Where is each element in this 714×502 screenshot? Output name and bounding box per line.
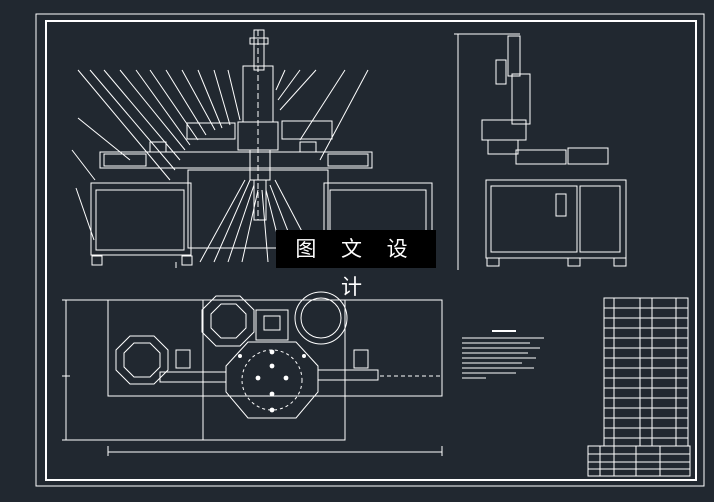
technical-notes [462, 330, 544, 379]
turntable-holes [238, 349, 306, 413]
parts-list [603, 297, 689, 447]
side-view [454, 33, 627, 270]
title-block [587, 445, 691, 477]
front-view [71, 29, 434, 268]
top-view [62, 291, 443, 456]
inner-frame [45, 20, 697, 481]
outer-frame [35, 13, 705, 487]
watermark-label: 图 文 设 计 [276, 230, 436, 299]
